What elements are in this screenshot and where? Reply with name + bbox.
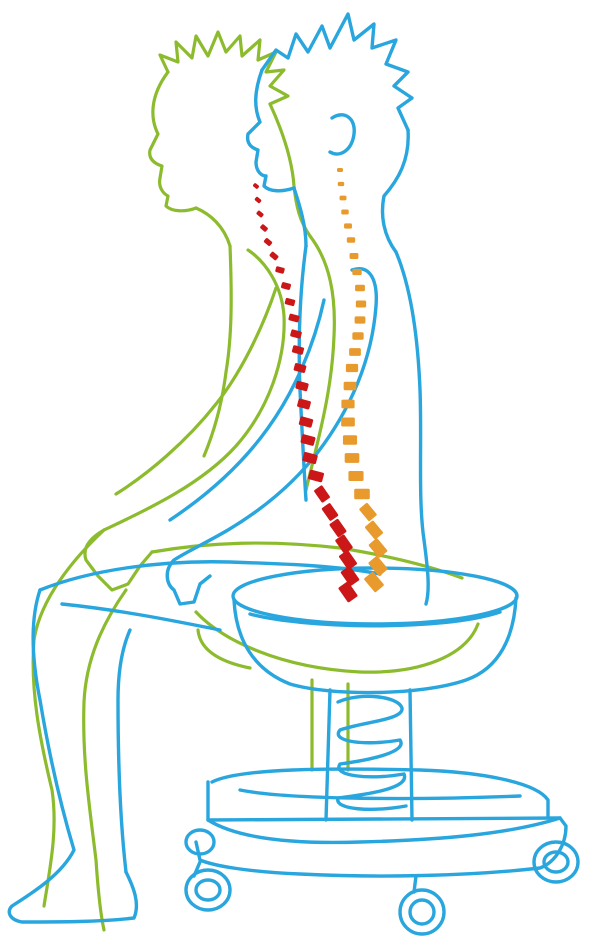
orange-spine-vertebra [355, 285, 365, 292]
red-spine-vertebra [292, 345, 305, 355]
orange-spine-vertebra [337, 168, 343, 172]
orange-spine-vertebra [350, 253, 359, 259]
caster-wheel-back [186, 830, 214, 854]
orange-spine-vertebra [343, 435, 357, 444]
red-spine-vertebra [263, 237, 272, 246]
upright-figure-outline [9, 14, 578, 934]
upright-hair [262, 14, 412, 130]
slouched-face [150, 72, 196, 211]
red-spine-vertebra [284, 298, 295, 307]
slouched-hair [160, 32, 288, 104]
orange-spine-vertebra [345, 453, 360, 463]
slouched-neck [270, 104, 310, 236]
orange-spine-vertebra [352, 269, 361, 275]
red-spine-vertebra [275, 266, 285, 274]
orange-spine-vertebra [347, 237, 355, 243]
red-spine-vertebra [308, 469, 325, 482]
upright-neck [383, 130, 409, 252]
red-spine-vertebra [295, 380, 309, 391]
orange-spine-vertebra [348, 471, 363, 481]
red-spine-vertebra [260, 224, 269, 233]
red-spine-vertebra [254, 196, 262, 203]
orange-spine-vertebra [338, 182, 344, 186]
orange-spine-vertebra [344, 223, 352, 228]
stool-seat-body [234, 598, 516, 693]
caster-wheel-center [400, 876, 444, 934]
slouched-arm [85, 250, 284, 590]
orange-spine-vertebra [341, 417, 355, 426]
red-spine-vertebra [256, 210, 264, 218]
orange-spine-vertebra [352, 332, 363, 340]
orange-spine-vertebra [341, 210, 348, 215]
orange-spine-vertebra [354, 489, 370, 499]
orange-spine-vertebra [349, 348, 361, 356]
red-spine-vertebra [329, 518, 347, 537]
upright-ear [330, 115, 354, 154]
red-spine-vertebra [281, 282, 292, 290]
orange-spine-vertebra [346, 364, 358, 372]
orange-spine-vertebra [344, 382, 357, 390]
orange-spine-vertebra [364, 520, 383, 540]
red-spine-vertebra [321, 503, 338, 522]
orange-spine-vertebra [359, 502, 378, 521]
spring-stool-icon [186, 568, 578, 934]
orange-spine-vertebra [340, 196, 347, 201]
red-spine-vertebra [269, 251, 279, 261]
red-spine-vertebra [297, 398, 311, 409]
slouched-chest [204, 246, 231, 456]
upright-back [396, 252, 428, 604]
orange-spine-vertebra [355, 316, 366, 323]
orange-spine-vertebra [356, 301, 366, 308]
red-spine-vertebra [252, 183, 259, 190]
orange-spine-vertebra [341, 400, 354, 409]
red-spine-vertebra [338, 581, 358, 603]
caster-wheel-left [186, 862, 230, 910]
caster-wheel-right [534, 842, 578, 882]
red-spine-vertebra [314, 485, 331, 503]
red-spine-vertebra [288, 313, 300, 322]
